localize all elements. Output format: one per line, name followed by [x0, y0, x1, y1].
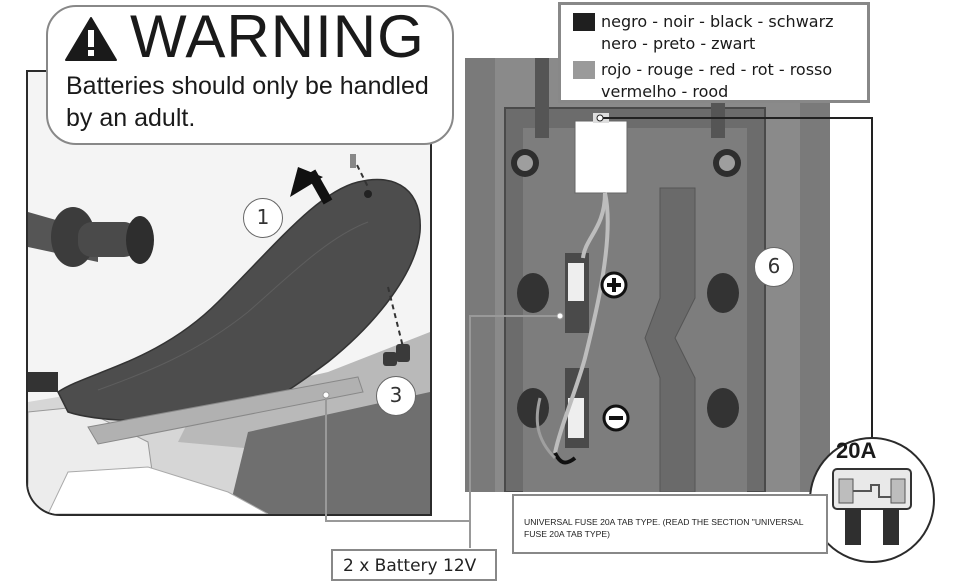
warning-triangle-icon: [65, 17, 117, 61]
legend-item-black: negro - noir - black - schwarz nero - pr…: [573, 11, 861, 55]
negative-terminal-icon: [602, 404, 630, 432]
step-6-marker: 6: [754, 247, 794, 287]
legend-item-red: rojo - rouge - red - rot - rosso vermelh…: [573, 59, 861, 103]
red-swatch: [573, 61, 595, 79]
warning-message: Batteries should only be handled by an a…: [66, 72, 429, 132]
wire-color-legend: negro - noir - black - schwarz nero - pr…: [558, 2, 870, 103]
black-swatch: [573, 13, 595, 31]
warning-callout: [46, 5, 454, 145]
step-3-marker: 3: [376, 376, 416, 416]
battery-label: 2 x Battery 12V: [331, 549, 497, 581]
step-1-marker: 1: [243, 198, 283, 238]
warning-title: WARNING: [130, 3, 425, 70]
legend-label-black: negro - noir - black - schwarz nero - pr…: [601, 12, 834, 53]
fuse-rating-label: 20A: [836, 438, 877, 463]
legend-label-red: rojo - rouge - red - rot - rosso vermelh…: [601, 60, 833, 101]
fuse-detail-circle: [809, 437, 935, 563]
fuse-note: UNIVERSAL FUSE 20A TAB TYPE. (READ THE S…: [512, 494, 828, 554]
blade-fuse-icon: [832, 468, 912, 545]
positive-terminal-icon: [600, 271, 628, 299]
